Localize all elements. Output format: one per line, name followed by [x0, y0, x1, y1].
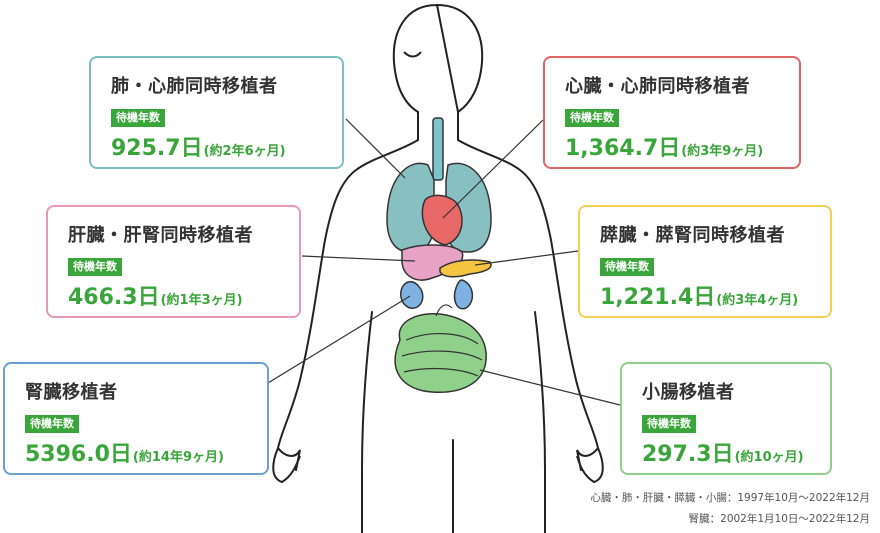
card-title: 膵臓・膵腎同時移植者	[600, 225, 785, 246]
period-note-kidney: 腎臓：2002年1月10日～2022年12月	[688, 513, 870, 525]
card-intestine: 小腸移植者 待機年数 297.3日(約10ヶ月)	[620, 362, 832, 475]
connector-intestine	[479, 369, 621, 406]
right-hand	[576, 447, 604, 484]
card-heart: 心臓・心肺同時移植者 待機年数 1,364.7日(約3年9ヶ月)	[543, 56, 801, 169]
waiting-days-value: 297.3日	[642, 442, 734, 467]
waiting-duration: (約1年3ヶ月)	[160, 293, 243, 308]
card-title: 小腸移植者	[642, 382, 735, 403]
card-lung: 肺・心肺同時移植者 待機年数 925.7日(約2年6ヶ月)	[89, 56, 344, 169]
waiting-days-value: 466.3日	[68, 285, 160, 310]
intestine-coils	[401, 304, 483, 377]
waiting-days-value: 925.7日	[111, 136, 203, 161]
waiting-duration: (約3年9ヶ月)	[681, 144, 764, 159]
waiting-years-badge: 待機年数	[642, 415, 696, 433]
card-title: 腎臓移植者	[25, 382, 118, 403]
waiting-duration: (約10ヶ月)	[734, 450, 804, 465]
waiting-days-value: 1,221.4日	[600, 285, 716, 310]
card-liver: 肝臓・肝腎同時移植者 待機年数 466.3日(約1年3ヶ月)	[46, 205, 301, 318]
waiting-years-badge: 待機年数	[600, 258, 654, 276]
waiting-years-badge: 待機年数	[68, 258, 122, 276]
connector-kidney	[267, 295, 411, 384]
waiting-years-badge: 待機年数	[111, 109, 165, 127]
waiting-duration: (約2年6ヶ月)	[203, 144, 286, 159]
connector-liver	[301, 255, 416, 262]
waiting-days-value: 1,364.7日	[565, 136, 681, 161]
waiting-years-badge: 待機年数	[25, 415, 79, 433]
body-outline	[276, 3, 600, 533]
connector-pancreas	[474, 250, 579, 266]
right-kidney	[453, 279, 474, 310]
card-title: 心臓・心肺同時移植者	[565, 76, 750, 97]
connector-heart	[442, 119, 544, 219]
waiting-years-badge: 待機年数	[565, 109, 619, 127]
trachea	[432, 117, 444, 181]
card-kidney: 腎臓移植者 待機年数 5396.0日(約14年9ヶ月)	[3, 362, 269, 475]
period-note-organs: 心臓・肺・肝臓・膵臓・小腸：1997年10月～2022年12月	[590, 492, 870, 504]
card-title: 肺・心肺同時移植者	[111, 76, 278, 97]
waiting-days-value: 5396.0日	[25, 442, 132, 467]
left-hand	[272, 447, 301, 484]
card-title: 肝臓・肝腎同時移植者	[68, 225, 253, 246]
heart	[421, 194, 463, 246]
waiting-duration: (約14年9ヶ月)	[132, 450, 224, 465]
waiting-duration: (約3年4ヶ月)	[716, 293, 799, 308]
left-kidney	[400, 280, 424, 309]
connector-lung	[345, 118, 406, 179]
small-intestine	[394, 312, 487, 393]
card-pancreas: 膵臓・膵腎同時移植者 待機年数 1,221.4日(約3年4ヶ月)	[578, 205, 832, 318]
face-line	[403, 51, 422, 58]
